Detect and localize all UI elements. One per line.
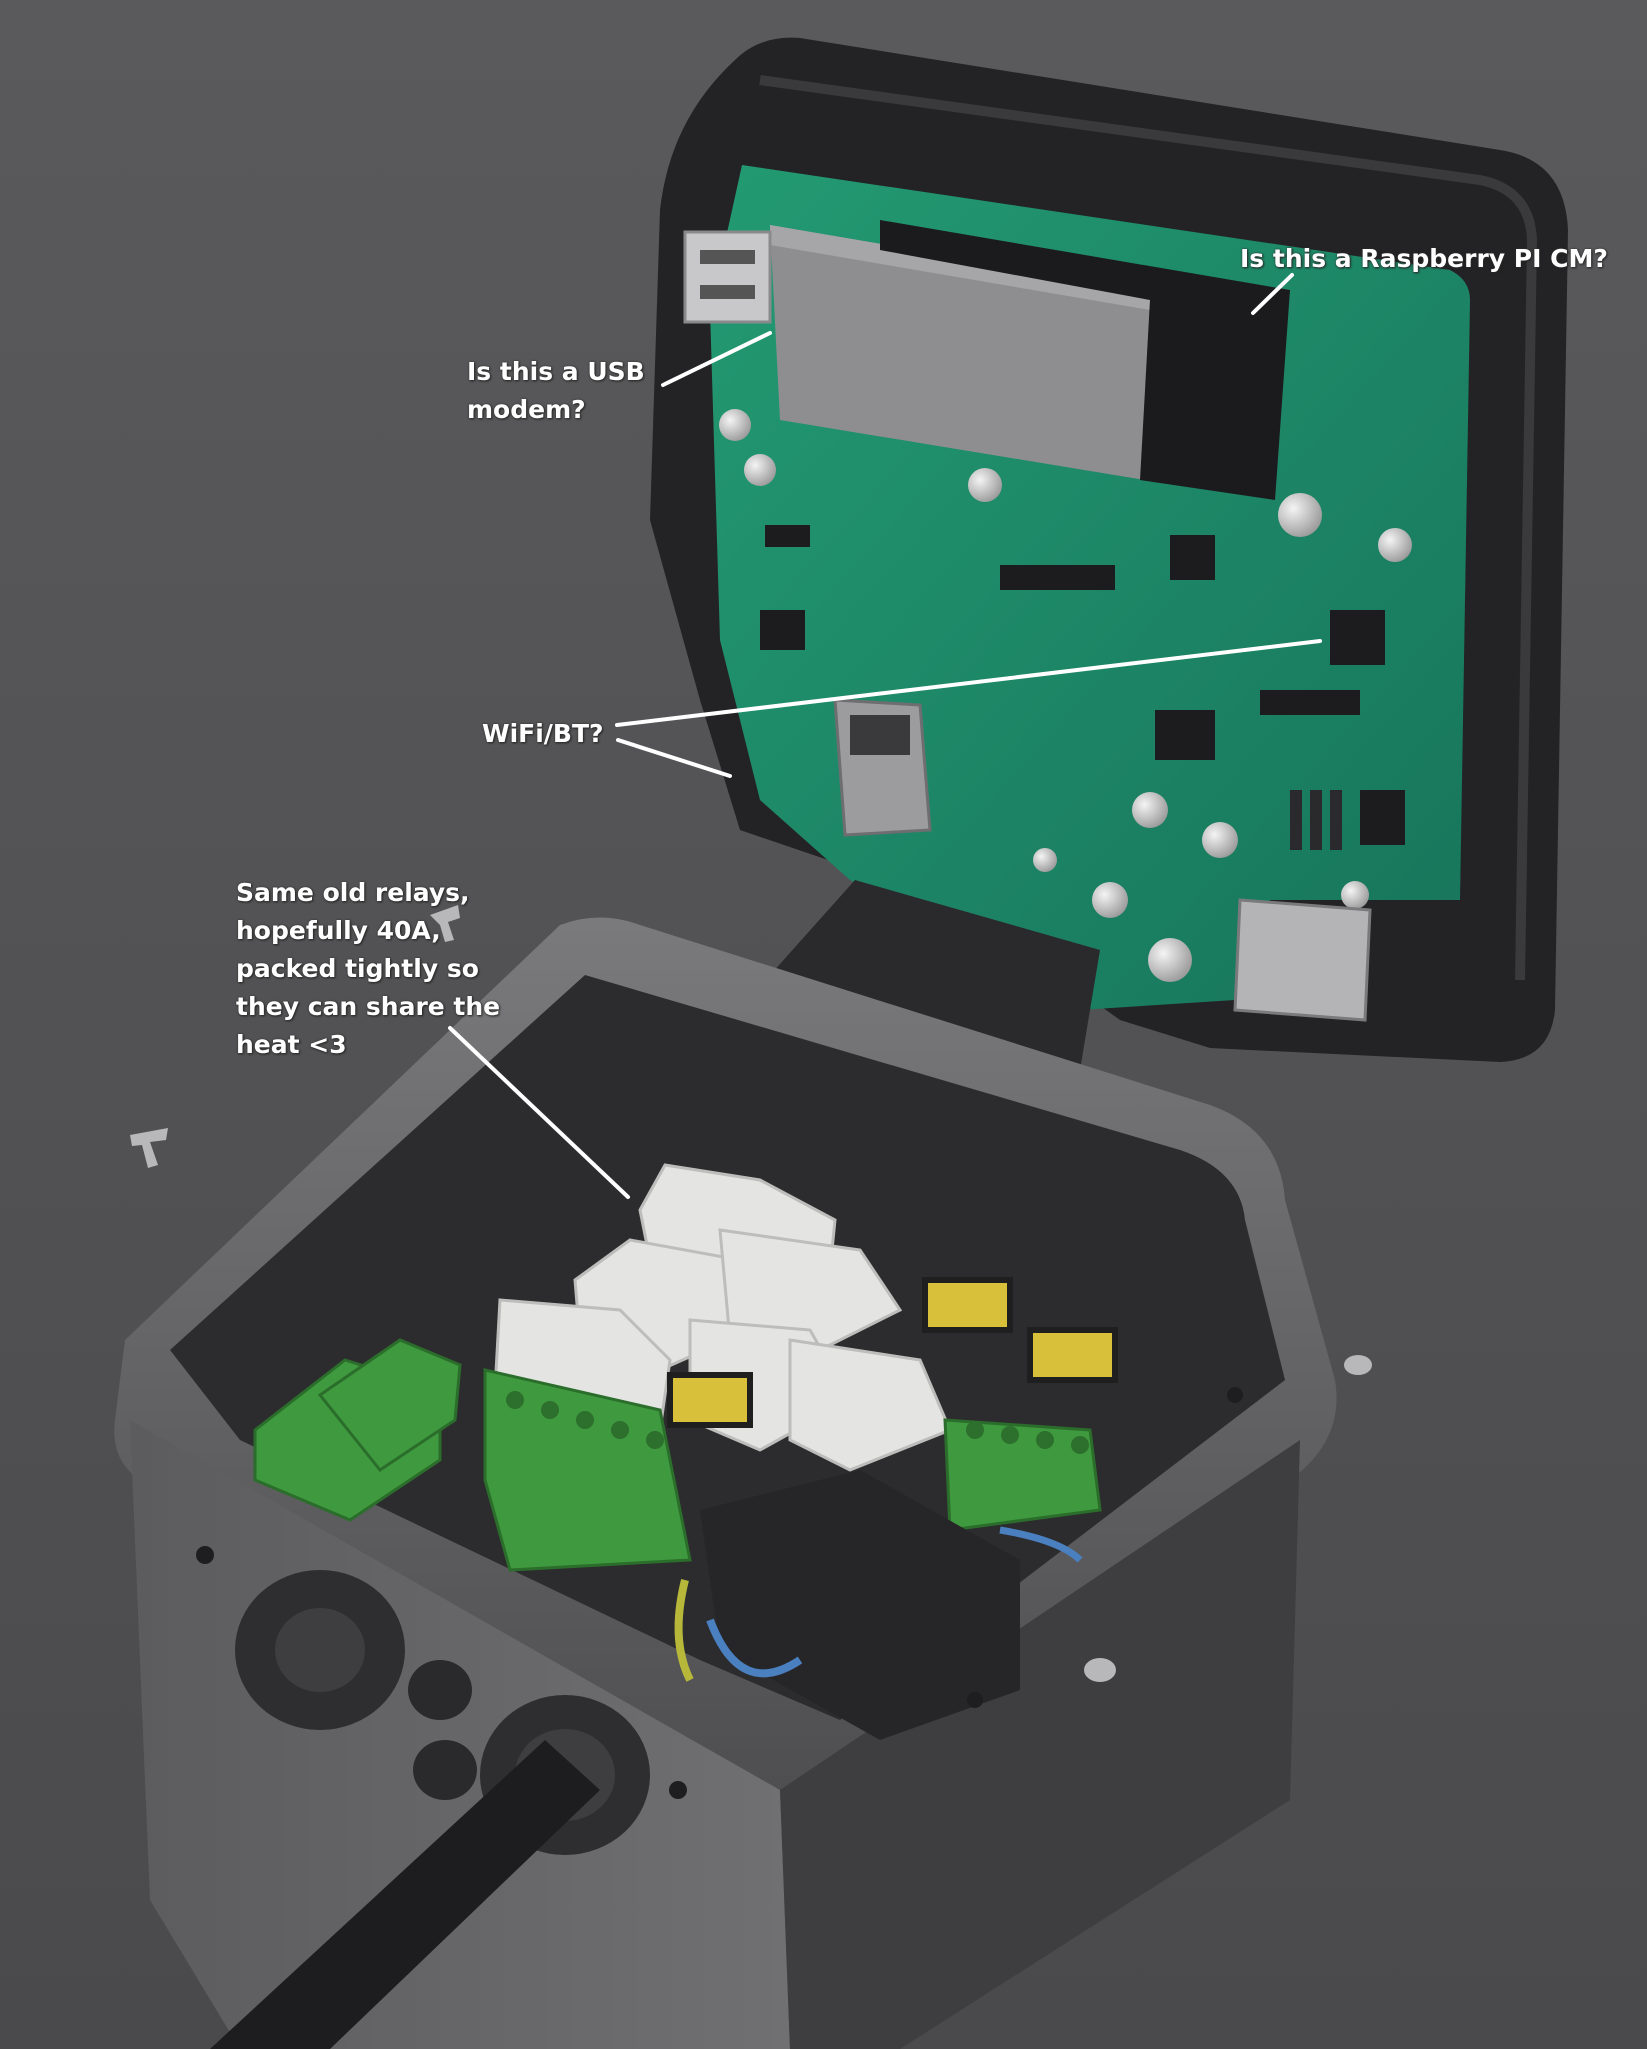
lid-rim bbox=[759, 75, 1538, 981]
sd-card-slot bbox=[1233, 898, 1372, 1022]
annotation-lines bbox=[448, 273, 1322, 1199]
base-right bbox=[780, 1440, 1300, 2049]
wire-blue bbox=[706, 1618, 803, 1678]
yellow-coil bbox=[1027, 1327, 1118, 1383]
grommet-small bbox=[413, 1740, 477, 1800]
pcb-module-top bbox=[770, 225, 1150, 310]
compute-module bbox=[880, 220, 1290, 500]
usb-connector bbox=[683, 230, 772, 324]
loose-screws bbox=[130, 905, 1372, 1682]
yellow-coil bbox=[922, 1277, 1013, 1333]
annotation-raspberry-pi: Is this a Raspberry PI CM? bbox=[1240, 244, 1608, 273]
annotation-relays: Same old relays, hopefully 40A, packed t… bbox=[236, 878, 501, 1059]
terminal-blocks bbox=[253, 1338, 1102, 1572]
charger-lid bbox=[650, 37, 1568, 1062]
wire-blue bbox=[999, 1526, 1083, 1563]
yellow-coil bbox=[667, 1372, 753, 1428]
charger-base bbox=[114, 917, 1337, 2049]
pin-header bbox=[1290, 790, 1342, 850]
wire-yellow-green bbox=[674, 1579, 694, 1682]
power-cable bbox=[210, 1740, 600, 2049]
grommet-small bbox=[408, 1660, 472, 1720]
annotation-wifi-bt: WiFi/BT? bbox=[482, 719, 604, 748]
annotation-usb-modem: Is this a USB modem? bbox=[467, 357, 645, 424]
